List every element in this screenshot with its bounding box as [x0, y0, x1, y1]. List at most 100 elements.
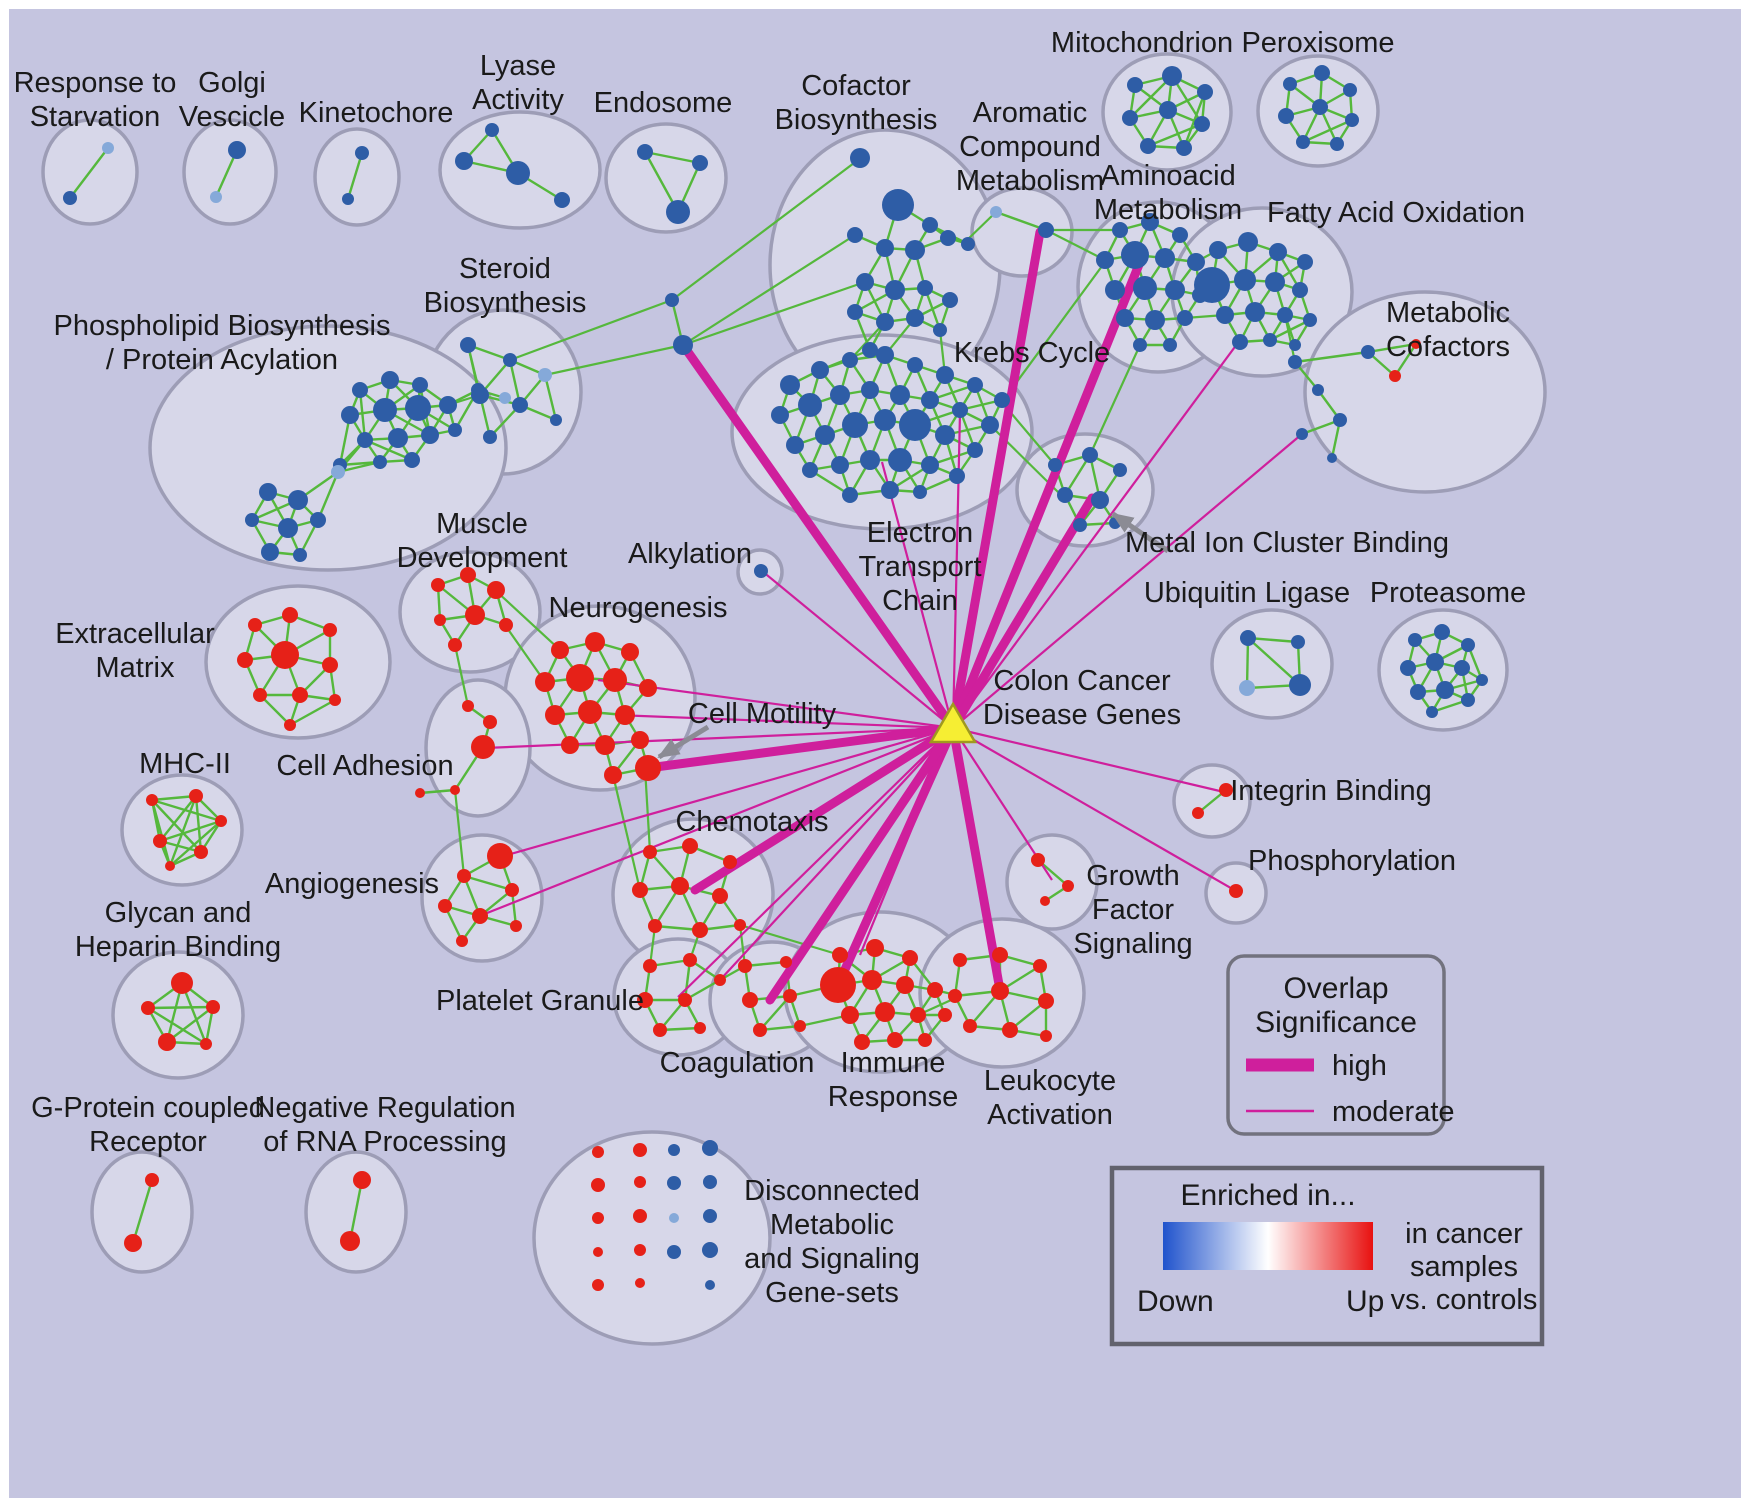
gene-set-node: [633, 1143, 647, 1157]
gene-set-node: [842, 487, 858, 503]
gene-set-node: [431, 578, 445, 592]
gene-set-node: [615, 705, 635, 725]
gene-set-node: [1234, 269, 1256, 291]
gene-set-node: [1408, 633, 1422, 647]
gene-set-node: [448, 638, 462, 652]
overlap-edge: [131, 1179, 154, 1244]
overlap-link: [453, 789, 466, 877]
overlap-link: [611, 774, 642, 891]
gene-set-node: [1091, 491, 1109, 509]
cluster-label-kinetochore: Kinetochore: [299, 97, 454, 129]
gene-set-node: [905, 240, 925, 260]
significance-edge-moderate: [952, 726, 1225, 794]
gene-set-node: [1155, 248, 1175, 268]
gene-set-node: [592, 1146, 604, 1158]
gene-set-node: [927, 982, 943, 998]
gene-set-node: [1062, 880, 1074, 892]
gene-set-node: [639, 679, 657, 697]
gene-set-node: [754, 564, 768, 578]
significance-edge-high: [833, 723, 958, 990]
gene-set-node: [637, 992, 653, 1008]
gene-set-node: [1163, 338, 1177, 352]
gene-set-node: [472, 908, 488, 924]
gene-set-node: [621, 643, 639, 661]
gene-set-node: [902, 950, 918, 966]
gene-set-node: [702, 1242, 718, 1258]
gene-set-node: [421, 426, 439, 444]
overlap-edge: [147, 1005, 214, 1010]
gene-set-node: [1461, 693, 1475, 707]
gene-set-node: [1040, 896, 1050, 906]
gene-set-node: [635, 1278, 645, 1288]
gene-set-node: [692, 155, 708, 171]
cluster-label-ubiquitin-ligase: Ubiquitin Ligase: [1144, 577, 1350, 609]
cluster-label-cell-adhesion: Cell Adhesion: [276, 750, 453, 782]
gene-set-node: [146, 794, 158, 806]
overlap-link: [494, 589, 561, 651]
overlap-link: [1045, 229, 1106, 261]
gene-set-node: [856, 273, 874, 291]
gene-set-node: [876, 346, 894, 364]
gene-set-node: [1113, 463, 1127, 477]
gene-set-node: [355, 146, 369, 160]
overlap-edge: [419, 788, 456, 795]
gene-set-node: [1229, 884, 1243, 898]
cluster-ellipse-disconnected-metabolic-and-signaling-gene-sets: [532, 1130, 772, 1346]
gene-set-node: [561, 736, 579, 754]
gene-set-node: [1312, 384, 1324, 396]
significance-edge-moderate: [952, 727, 1237, 892]
enrichment-down-label: Down: [1137, 1285, 1214, 1318]
gene-set-node: [1057, 487, 1073, 503]
gene-set-node: [1289, 339, 1301, 351]
significance-edge-moderate: [597, 678, 954, 730]
gene-set-node: [1116, 309, 1134, 327]
gene-set-node: [448, 423, 462, 437]
hub-layer: [928, 701, 978, 744]
gene-set-node: [342, 193, 354, 205]
overlap-edge: [159, 795, 197, 842]
gene-set-node: [780, 956, 792, 968]
gene-set-node: [278, 518, 298, 538]
overlap-link: [739, 923, 841, 957]
gene-set-node: [1240, 630, 1256, 646]
gene-set-node: [471, 735, 495, 759]
gene-set-node: [887, 1032, 903, 1048]
cluster-label-integrin-binding: Integrin Binding: [1230, 775, 1432, 807]
gene-set-node: [633, 1209, 647, 1223]
cluster-label-peroxisome: Peroxisome: [1241, 27, 1394, 59]
significance-edge-high: [948, 493, 1097, 733]
gene-set-node: [545, 705, 565, 725]
gene-set-node: [592, 1212, 604, 1224]
gene-set-node: [634, 1244, 646, 1256]
cluster-ellipse-growth-factor-signaling: [1005, 833, 1099, 931]
overlap-link: [682, 234, 856, 346]
gene-set-node: [1165, 280, 1185, 300]
gene-set-node: [882, 189, 914, 221]
gene-set-node: [780, 375, 800, 395]
gene-set-node: [1292, 282, 1308, 298]
gene-set-node: [124, 1234, 142, 1252]
gene-set-node: [465, 605, 485, 625]
gene-set-node: [471, 383, 485, 397]
gene-set-node: [1389, 370, 1401, 382]
cluster-ellipse-endosome: [604, 122, 728, 234]
gene-set-node: [753, 1023, 767, 1037]
gene-set-node: [293, 548, 307, 562]
gene-set-node: [1040, 1030, 1052, 1042]
gene-set-node: [381, 371, 399, 389]
gene-set-node: [271, 641, 299, 669]
gene-set-node: [1105, 280, 1125, 300]
gene-set-node: [331, 465, 345, 479]
cluster-label-krebs-cycle: Krebs Cycle: [954, 337, 1110, 369]
gene-set-node: [1002, 1022, 1018, 1038]
gene-set-node: [637, 144, 653, 160]
gene-set-node: [245, 513, 259, 527]
overlap-edge: [995, 210, 1047, 232]
gene-set-node: [910, 1007, 926, 1023]
gene-set-node: [1345, 113, 1359, 127]
gene-set-node: [632, 882, 648, 898]
